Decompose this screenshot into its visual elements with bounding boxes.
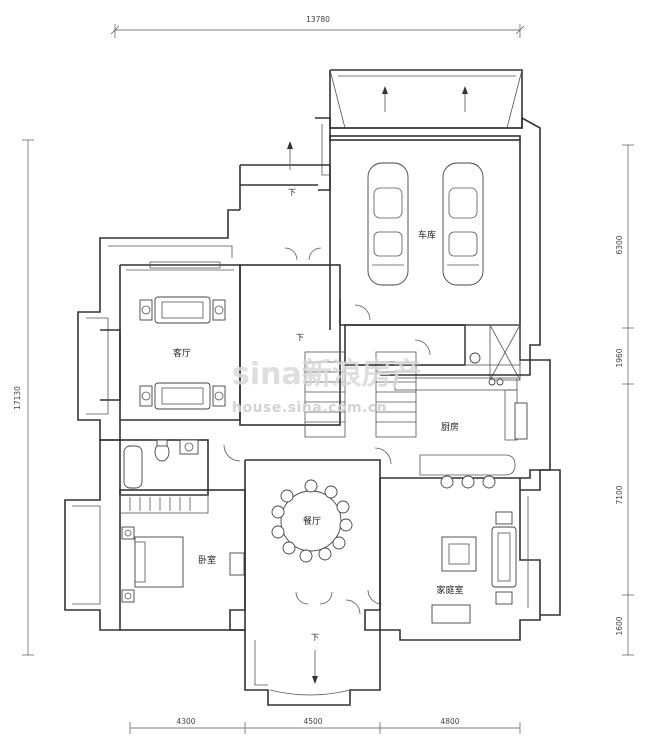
room-label-family: 家庭室 (436, 584, 463, 596)
down-mark-entry: 下 (288, 188, 296, 197)
walls (64, 69, 561, 706)
dim-right-3: 7100 (615, 485, 624, 504)
dim-top: 13780 (306, 15, 330, 24)
down-mark-stair: 下 (296, 333, 304, 342)
dim-bottom-1: 4300 (176, 717, 195, 726)
dimension-lines (22, 24, 634, 734)
room-label-kitchen: 厨房 (441, 421, 459, 433)
dining-table (271, 479, 353, 563)
car-left (367, 162, 409, 286)
kitchen-stools (440, 352, 504, 489)
dim-right-4: 1600 (615, 616, 624, 635)
bed (121, 526, 245, 603)
dim-bottom-3: 4800 (440, 717, 459, 726)
dim-right-1: 6300 (615, 235, 624, 254)
family-furniture (431, 511, 517, 624)
room-label-dining: 餐厅 (303, 515, 321, 527)
bath-fixtures (123, 439, 199, 511)
room-label-garage: 车库 (418, 229, 436, 241)
living-furniture (139, 261, 226, 410)
watermark: sina新浪房产 house.sina.com.cn (232, 357, 422, 416)
room-label-bedroom: 卧室 (198, 554, 216, 566)
watermark-url: house.sina.com.cn (232, 400, 387, 416)
dim-bottom-2: 4500 (303, 717, 322, 726)
doors (223, 247, 431, 615)
watermark-brand: sina新浪房产 (232, 357, 422, 392)
dim-right-2: 1960 (615, 348, 624, 367)
direction-arrows (287, 86, 468, 684)
dim-left: 17130 (13, 386, 22, 410)
car-right (442, 162, 484, 286)
room-label-living: 客厅 (173, 347, 191, 359)
down-mark-dining: 下 (311, 633, 319, 642)
